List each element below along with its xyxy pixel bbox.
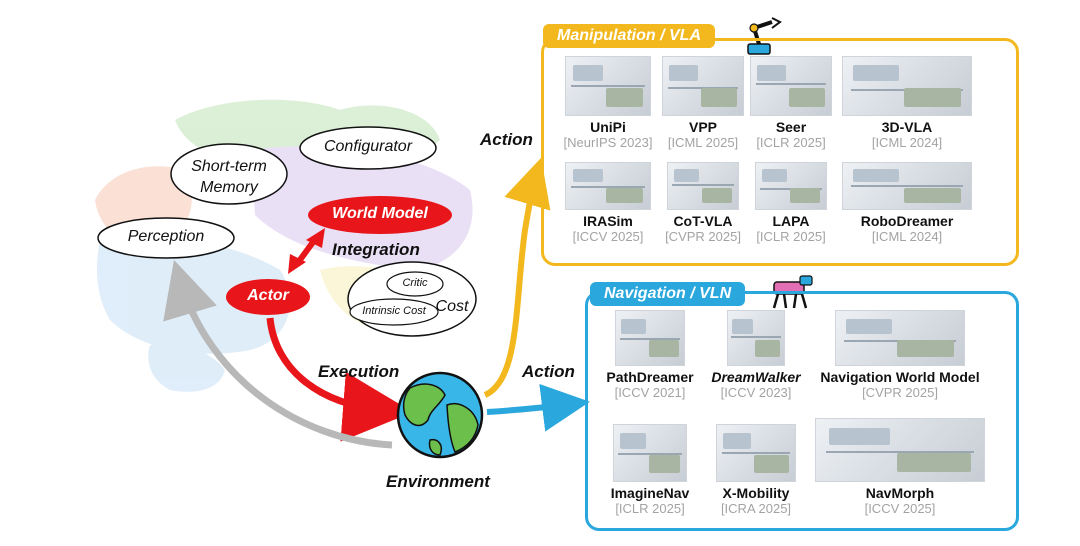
paper-card: VPP [ICML 2025]	[660, 56, 746, 150]
manipulation-title: Manipulation / VLA	[543, 24, 715, 48]
paper-name: NavMorph	[865, 485, 935, 501]
paper-thumbnail	[565, 56, 651, 116]
paper-venue: [ICCV 2025]	[572, 229, 644, 244]
configurator-label: Configurator	[323, 138, 413, 155]
paper-venue: [ICCV 2023]	[720, 385, 792, 400]
action-label-bottom: Action	[522, 362, 575, 381]
paper-thumbnail	[727, 310, 785, 366]
paper-venue: [ICLR 2025]	[615, 501, 685, 516]
paper-thumbnail	[750, 56, 832, 116]
paper-name: Seer	[775, 119, 807, 135]
integration-label: Integration	[332, 240, 420, 259]
paper-thumbnail	[667, 162, 739, 210]
paper-name: PathDreamer	[606, 369, 694, 385]
paper-thumbnail	[755, 162, 827, 210]
paper-thumbnail	[716, 424, 796, 482]
paper-name: 3D-VLA	[881, 119, 933, 135]
paper-venue: [ICLR 2025]	[756, 135, 826, 150]
paper-thumbnail	[842, 162, 972, 210]
paper-venue: [ICML 2025]	[667, 135, 739, 150]
execution-label: Execution	[318, 362, 400, 381]
paper-venue: [CVPR 2025]	[862, 385, 938, 400]
world-model-label: World Model	[332, 205, 428, 222]
paper-card: X-Mobility [ICRA 2025]	[706, 424, 806, 516]
paper-name: CoT-VLA	[673, 213, 733, 229]
paper-venue: [ICCV 2025]	[864, 501, 936, 516]
paper-name: DreamWalker	[711, 369, 801, 385]
paper-card: 3D-VLA [ICML 2024]	[840, 56, 974, 150]
paper-card: PathDreamer [ICCV 2021]	[600, 310, 700, 400]
paper-name: Navigation World Model	[820, 369, 980, 385]
paper-venue: [CVPR 2025]	[665, 229, 741, 244]
paper-name: X-Mobility	[722, 485, 790, 501]
navigation-panel	[585, 291, 1019, 531]
paper-card: IRASim [ICCV 2025]	[552, 162, 664, 244]
perception-label: Perception	[127, 228, 205, 245]
actor-label: Actor	[247, 287, 289, 304]
paper-venue: [ICML 2024]	[871, 229, 943, 244]
paper-name: IRASim	[583, 213, 633, 229]
paper-card: ImagineNav [ICLR 2025]	[600, 424, 700, 516]
paper-card: Navigation World Model [CVPR 2025]	[816, 310, 984, 400]
paper-thumbnail	[815, 418, 985, 482]
paper-venue: [ICRA 2025]	[720, 501, 792, 516]
earth-globe-icon	[396, 371, 484, 459]
paper-card: LAPA [ICLR 2025]	[748, 162, 834, 244]
critic-label: Critic	[402, 277, 428, 289]
paper-card: RoboDreamer [ICML 2024]	[840, 162, 974, 244]
paper-card: NavMorph [ICCV 2025]	[812, 418, 988, 516]
paper-card: CoT-VLA [CVPR 2025]	[660, 162, 746, 244]
cost-label: Cost	[435, 298, 469, 315]
paper-name: RoboDreamer	[860, 213, 954, 229]
paper-thumbnail	[565, 162, 651, 210]
paper-name: VPP	[688, 119, 717, 135]
robot-arm-icon	[747, 17, 782, 55]
paper-card: UniPi [NeurIPS 2023]	[552, 56, 664, 150]
action-label-top: Action	[480, 130, 533, 149]
paper-venue: [ICML 2024]	[871, 135, 943, 150]
manipulation-panel	[541, 38, 1019, 266]
paper-thumbnail	[615, 310, 685, 366]
navigation-title: Navigation / VLN	[590, 282, 746, 306]
paper-thumbnail	[835, 310, 965, 366]
paper-thumbnail	[842, 56, 972, 116]
short-term-memory-label: Short-term Memory	[191, 158, 267, 196]
paper-name: UniPi	[590, 119, 626, 135]
paper-name: LAPA	[772, 213, 810, 229]
paper-name: ImagineNav	[610, 485, 690, 501]
paper-venue: [ICCV 2021]	[614, 385, 686, 400]
paper-venue: [NeurIPS 2023]	[563, 135, 653, 150]
paper-card: DreamWalker [ICCV 2023]	[706, 310, 806, 400]
intrinsic-cost-label: Intrinsic Cost	[362, 305, 426, 317]
paper-venue: [ICLR 2025]	[756, 229, 826, 244]
paper-card: Seer [ICLR 2025]	[748, 56, 834, 150]
paper-thumbnail	[613, 424, 687, 482]
paper-thumbnail	[662, 56, 744, 116]
environment-label: Environment	[386, 472, 490, 491]
